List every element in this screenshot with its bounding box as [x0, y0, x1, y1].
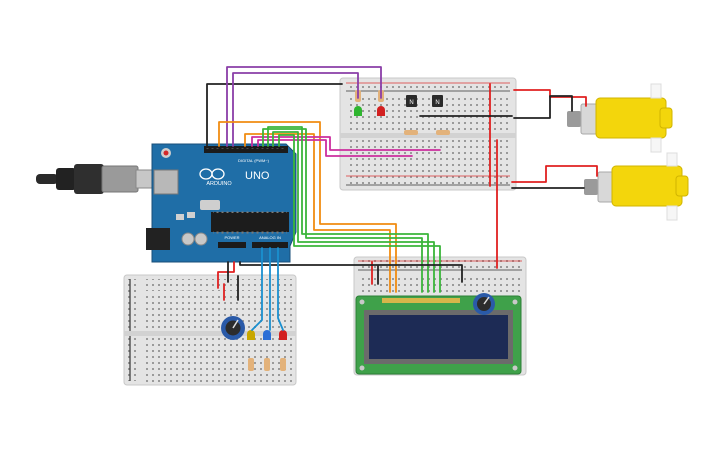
transistor-left-label: N [409, 100, 413, 106]
lcd-potentiometer [473, 293, 495, 315]
transistor-left: N [406, 95, 417, 107]
wire-magenta-1 [251, 136, 441, 151]
wire-purple-2 [232, 72, 359, 147]
led-green [354, 106, 362, 116]
analog-pins-label: ANALOG IN [259, 235, 281, 240]
transistor-right: N [432, 95, 443, 107]
led-red-bottom [279, 330, 287, 340]
wire-blue-3 [277, 247, 284, 331]
wire-green-4 [278, 134, 441, 293]
wire-orange-1 [218, 121, 397, 293]
wire-red-power [217, 261, 235, 289]
resistor-top-3 [404, 130, 418, 135]
wire-black-top [206, 83, 343, 147]
usb-cable [36, 164, 157, 194]
transistor-right-label: N [435, 100, 439, 106]
resistor-top-4 [436, 130, 450, 135]
motor-top [567, 83, 673, 153]
arduino-brand-label: ARDUINO [206, 181, 232, 187]
wire-red-motor-bottom [511, 165, 598, 183]
wire-green-3 [272, 131, 435, 293]
breadboard-top [339, 77, 517, 191]
wire-green-1 [262, 128, 423, 293]
lcd-module [355, 295, 522, 375]
arduino-uno: ARDUINO UNO DIGITAL (PWM~) POWER ANALOG … [146, 143, 297, 263]
resistor-bottom-3 [280, 358, 286, 371]
digital-pins-label: DIGITAL (PWM~) [238, 158, 270, 163]
led-yellow [247, 330, 255, 340]
motor-bottom [584, 152, 689, 221]
led-blue [263, 330, 271, 340]
potentiometer [221, 316, 245, 340]
wire-magenta-2 [257, 139, 413, 157]
power-pins-label: POWER [224, 235, 239, 240]
wire-black-lcd [239, 261, 463, 283]
wire-black-motor-top [513, 95, 573, 119]
wire-green-2 [267, 126, 429, 293]
wire-purple-1 [226, 66, 382, 147]
led-red [377, 106, 385, 116]
arduino-logo [199, 168, 225, 180]
resistor-bottom-1 [248, 358, 254, 371]
resistor-bottom-2 [264, 358, 270, 371]
wire-orange-2 [244, 133, 391, 293]
arduino-model-label: UNO [245, 170, 270, 182]
wire-blue-1 [251, 247, 263, 331]
